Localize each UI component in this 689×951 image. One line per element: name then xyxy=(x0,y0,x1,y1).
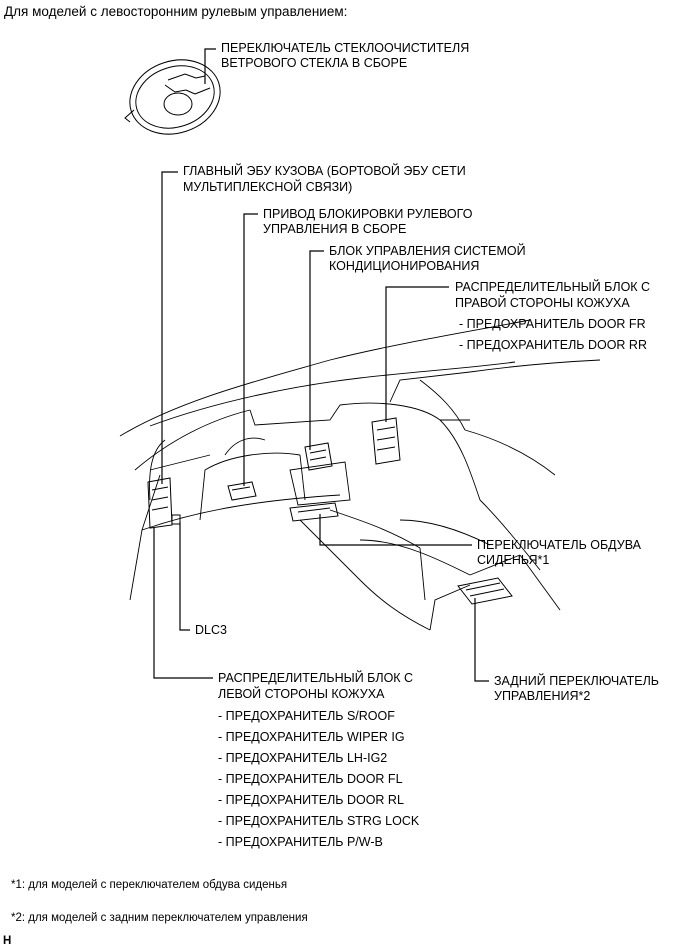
footnote-1: *1: для моделей с переключателем обдува … xyxy=(11,879,288,891)
main-body-ecu-label-line1: ГЛАВНЫЙ ЭБУ КУЗОВА (БОРТОВОЙ ЭБУ СЕТИ xyxy=(183,164,466,178)
left-junction-item: - ПРЕДОХРАНИТЕЛЬ LH-IG2 xyxy=(218,751,388,765)
left-junction-item: - ПРЕДОХРАНИТЕЛЬ DOOR FL xyxy=(218,772,403,786)
rear-control-label-line2: УПРАВЛЕНИЯ*2 xyxy=(494,689,591,703)
left-junction-label-line1: РАСПРЕДЕЛИТЕЛЬНЫЙ БЛОК С xyxy=(218,671,414,685)
footnote-2: *2: для моделей с задним переключателем … xyxy=(11,912,308,924)
dashboard-illustration xyxy=(119,319,601,631)
left-junction-item: - ПРЕДОХРАНИТЕЛЬ S/ROOF xyxy=(218,709,395,723)
seat-blower-label-line2: СИДЕНЬЯ*1 xyxy=(477,553,550,567)
left-junction-label-line2: ЛЕВОЙ СТОРОНЫ КОЖУХА xyxy=(218,687,385,701)
left-junction-item: - ПРЕДОХРАНИТЕЛЬ P/W-B xyxy=(218,835,383,849)
ac-control-label-line1: БЛОК УПРАВЛЕНИЯ СИСТЕМОЙ xyxy=(329,244,526,258)
steering-lock-shape xyxy=(227,481,257,501)
left-junction-item: - ПРЕДОХРАНИТЕЛЬ DOOR RL xyxy=(218,793,404,807)
right-junction-item: - ПРЕДОХРАНИТЕЛЬ DOOR FR xyxy=(459,317,646,331)
corner-code: H xyxy=(3,935,12,947)
seat-blower-label-line1: ПЕРЕКЛЮЧАТЕЛЬ ОБДУВА xyxy=(477,538,641,552)
heading: Для моделей с левосторонним рулевым упра… xyxy=(4,4,348,19)
right-junction-shape xyxy=(371,417,401,465)
dlc3-connector xyxy=(171,514,181,525)
right-junction-label-line1: РАСПРЕДЕЛИТЕЛЬНЫЙ БЛОК С xyxy=(455,280,651,294)
left-junction-item: - ПРЕДОХРАНИТЕЛЬ STRG LOCK xyxy=(218,814,420,828)
seat-blower-shape xyxy=(289,502,339,522)
ac-control-shape xyxy=(304,442,333,471)
rear-control-shape xyxy=(457,577,513,605)
leader-lines xyxy=(153,48,489,682)
wiper-switch-label-line2: ВЕТРОВОГО СТЕКЛА В СБОРЕ xyxy=(221,56,408,70)
right-junction-label-line2: ПРАВОЙ СТОРОНЫ КОЖУХА xyxy=(455,296,630,310)
rear-control-label-line1: ЗАДНИЙ ПЕРЕКЛЮЧАТЕЛЬ xyxy=(494,674,660,688)
steering-lock-label-line1: ПРИВОД БЛОКИРОВКИ РУЛЕВОГО xyxy=(263,207,473,221)
ac-control-label-line2: КОНДИЦИОНИРОВАНИЯ xyxy=(329,259,480,273)
dlc3-label: DLC3 xyxy=(195,623,227,637)
steering-lock-label-line2: УПРАВЛЕНИЯ В СБОРЕ xyxy=(263,222,407,236)
main-body-ecu-label-line2: МУЛЬТИПЛЕКСНОЙ СВЯЗИ) xyxy=(183,180,353,194)
right-junction-item: - ПРЕДОХРАНИТЕЛЬ DOOR RR xyxy=(459,338,647,352)
left-junction-item: - ПРЕДОХРАНИТЕЛЬ WIPER IG xyxy=(218,730,405,744)
body-ecu-shape xyxy=(147,477,173,529)
wiper-switch-label-line1: ПЕРЕКЛЮЧАТЕЛЬ СТЕКЛООЧИСТИТЕЛЯ xyxy=(221,41,470,55)
steering-wheel-illustration xyxy=(124,59,221,135)
